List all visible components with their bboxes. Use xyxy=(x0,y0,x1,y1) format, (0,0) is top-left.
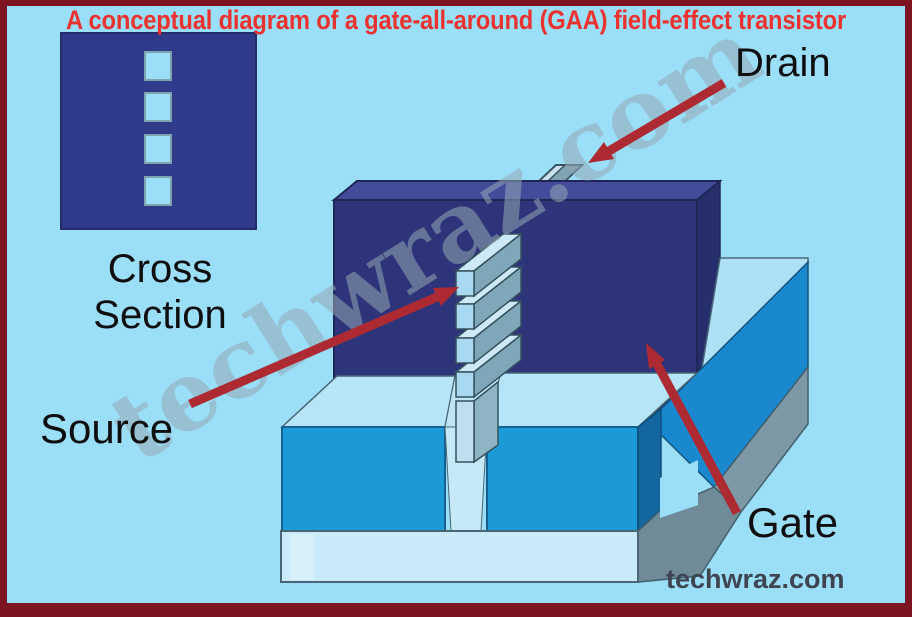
cross-section-square xyxy=(144,51,172,81)
site-credit-text: techwraz.com xyxy=(666,564,845,594)
base-slab-front xyxy=(280,530,639,583)
cross-section-square xyxy=(144,92,172,122)
base-slab-highlight xyxy=(290,534,314,580)
nanosheet-front xyxy=(455,303,475,330)
cross-section-label-line1: Cross xyxy=(107,247,213,291)
cross-section-square xyxy=(144,134,172,164)
nanosheet-stack xyxy=(453,232,524,464)
gate-label: Gate xyxy=(747,499,839,546)
cross-section-label-line2: Section xyxy=(93,293,227,337)
drain-contact-tab xyxy=(535,164,585,183)
drain-label: Drain xyxy=(735,41,831,85)
substrate-left-front-face xyxy=(281,426,446,532)
gate-top-face xyxy=(331,180,723,201)
cross-section-square xyxy=(144,176,172,206)
nanosheet-front xyxy=(455,270,475,297)
substrate-right-front-face xyxy=(486,426,639,532)
source-label: Source xyxy=(40,405,174,452)
pedestal-front xyxy=(455,400,475,463)
cross-section-label: Cross Section xyxy=(55,246,265,338)
diagram-title: A conceptual diagram of a gate-all-aroun… xyxy=(65,5,847,35)
substrate-left-top-face xyxy=(280,375,456,428)
cross-section-inset xyxy=(60,32,257,230)
nanosheet-front xyxy=(455,371,475,398)
nanosheet-front xyxy=(455,337,475,364)
